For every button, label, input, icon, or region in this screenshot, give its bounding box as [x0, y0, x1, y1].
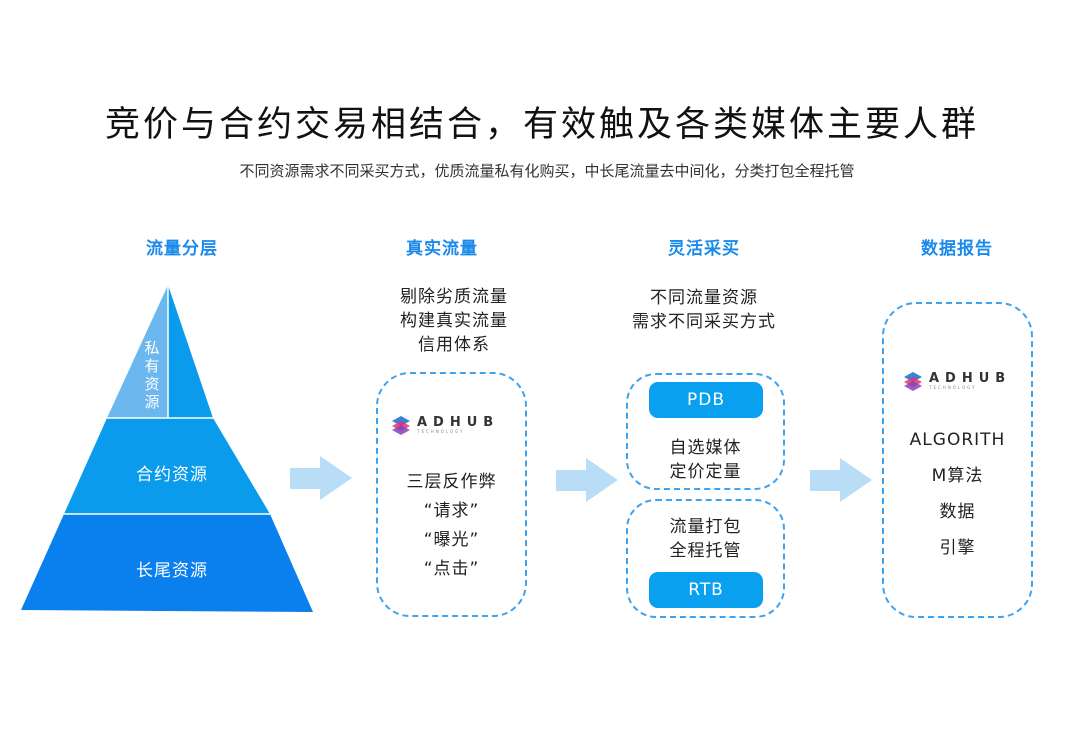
pdb-pill: PDB: [649, 382, 763, 418]
pyramid-bottom-segment: [21, 514, 313, 612]
logo-subtext: TECHNOLOGY: [417, 428, 465, 434]
logo-wordmark: ADHUB: [417, 414, 500, 430]
logo-subtext: TECHNOLOGY: [929, 384, 977, 390]
arrow-icon: [556, 458, 618, 502]
heading-flexible-buying: 灵活采买: [668, 239, 740, 259]
pyramid-middle-label: 合约资源: [136, 465, 208, 485]
real-traffic-desc: 剔除劣质流量 构建真实流量 信用体系: [400, 287, 508, 355]
pdb-text: 自选媒体 定价定量: [669, 438, 742, 482]
arrow-icon: [810, 458, 872, 502]
pyramid-top-right-segment: [168, 285, 213, 418]
rtb-box: [626, 499, 785, 618]
anti-fraud-text: 三层反作弊 “请求” “曝光” “点击”: [406, 472, 497, 579]
arrow-icon: [290, 456, 352, 500]
adhub-logo-icon: [392, 416, 410, 435]
rtb-text: 流量打包 全程托管: [669, 517, 742, 561]
rtb-pill: RTB: [649, 572, 763, 608]
pyramid-middle-segment: [64, 418, 270, 514]
heading-traffic-layers: 流量分层: [146, 239, 218, 259]
data-report-text: ALGORITH M算法 数据 引擎: [909, 430, 1006, 558]
adhub-logo-icon: [904, 372, 922, 391]
pyramid-bottom-label: 长尾资源: [136, 561, 208, 581]
pyramid-top-label: 私 有 资 源: [144, 339, 160, 411]
adhub-logo: ADHUB TECHNOLOGY: [390, 414, 499, 436]
heading-data-report: 数据报告: [921, 239, 993, 259]
page-title: 竞价与合约交易相结合，有效触及各类媒体主要人群: [104, 105, 979, 145]
flexible-desc: 不同流量资源 需求不同采买方式: [632, 288, 776, 332]
pdb-box: [626, 373, 785, 490]
heading-real-traffic: 真实流量: [406, 239, 478, 259]
data-report-box: [882, 302, 1033, 618]
adhub-logo: ADHUB TECHNOLOGY: [902, 370, 1011, 392]
logo-wordmark: ADHUB: [929, 370, 1012, 386]
anti-fraud-box: [376, 372, 527, 617]
pyramid-top-segment: [107, 285, 168, 418]
page-subtitle: 不同资源需求不同采买方式，优质流量私有化购买，中长尾流量去中间化，分类打包全程托…: [239, 162, 855, 180]
